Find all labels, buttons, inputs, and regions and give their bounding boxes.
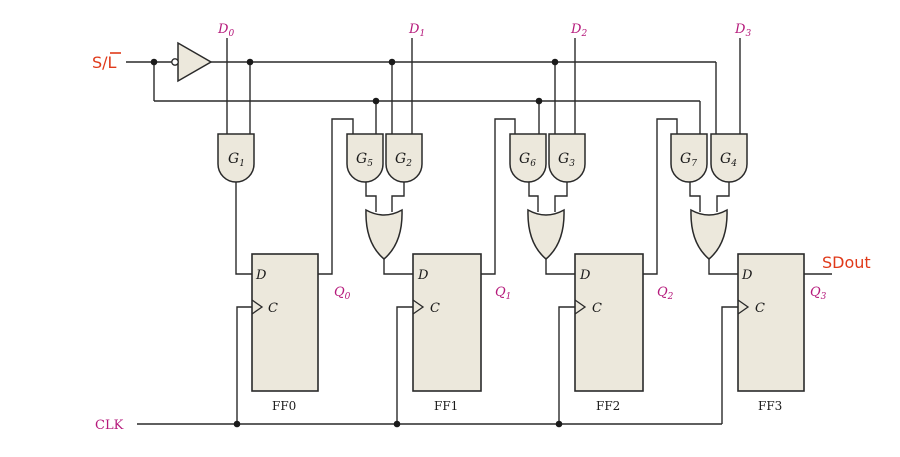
svg-text:C: C — [755, 301, 765, 316]
gate-output-wires — [235, 182, 832, 275]
svg-text:G5: G5 — [356, 151, 373, 169]
svg-text:C: C — [268, 301, 278, 316]
svg-text:G2: G2 — [395, 151, 412, 169]
svg-text:S/L: S/L — [92, 53, 117, 72]
serial-out-label: SDout — [822, 253, 871, 272]
svg-text:G7: G7 — [680, 151, 697, 169]
svg-text:D: D — [579, 268, 591, 283]
input-d3-label: D3 — [734, 22, 751, 39]
svg-text:C: C — [592, 301, 602, 316]
svg-text:FF3: FF3 — [758, 399, 782, 413]
svg-text:FF2: FF2 — [596, 399, 620, 413]
svg-text:Q1: Q1 — [495, 285, 511, 302]
svg-text:D: D — [741, 268, 753, 283]
input-d0-label: D0 — [217, 22, 234, 39]
svg-text:G4: G4 — [720, 151, 737, 169]
gate-g2: G2 — [385, 133, 423, 183]
clock-label: CLK — [95, 418, 124, 433]
input-d1-label: D1 — [408, 22, 425, 39]
gate-g3: G3 — [548, 133, 586, 183]
flipflop-ff2: D C FF2 Q2 — [574, 253, 674, 413]
feedback-wires — [318, 118, 678, 275]
svg-text:G1: G1 — [228, 151, 245, 169]
data-input-wires — [226, 38, 741, 135]
svg-text:Q2: Q2 — [657, 285, 674, 302]
svg-text:G3: G3 — [558, 151, 575, 169]
flipflop-ff3: D C FF3 Q3 — [737, 253, 827, 413]
or-gate-2 — [527, 208, 565, 260]
svg-text:FF1: FF1 — [434, 399, 458, 413]
svg-text:D: D — [255, 268, 267, 283]
shift-load-label: S/L — [92, 52, 121, 72]
flipflop-ff1: D C FF1 Q1 — [412, 253, 511, 413]
gate-g7: G7 — [670, 133, 708, 183]
svg-text:FF0: FF0 — [272, 399, 296, 413]
svg-text:Q0: Q0 — [334, 285, 351, 302]
or-gate-1 — [365, 208, 403, 260]
svg-text:C: C — [430, 301, 440, 316]
gate-g5: G5 — [346, 133, 384, 183]
gate-g1: G1 — [217, 133, 255, 183]
svg-text:Q3: Q3 — [810, 285, 827, 302]
inverter-gate — [171, 41, 213, 83]
input-d2-label: D2 — [570, 22, 587, 39]
control-wires — [126, 61, 717, 135]
gate-g4: G4 — [710, 133, 748, 183]
svg-text:G6: G6 — [519, 151, 536, 169]
gate-g6: G6 — [509, 133, 547, 183]
svg-text:D: D — [417, 268, 429, 283]
or-gate-3 — [690, 208, 728, 260]
junction-dots — [150, 58, 563, 428]
flipflop-ff0: D C FF0 Q0 — [251, 253, 351, 413]
